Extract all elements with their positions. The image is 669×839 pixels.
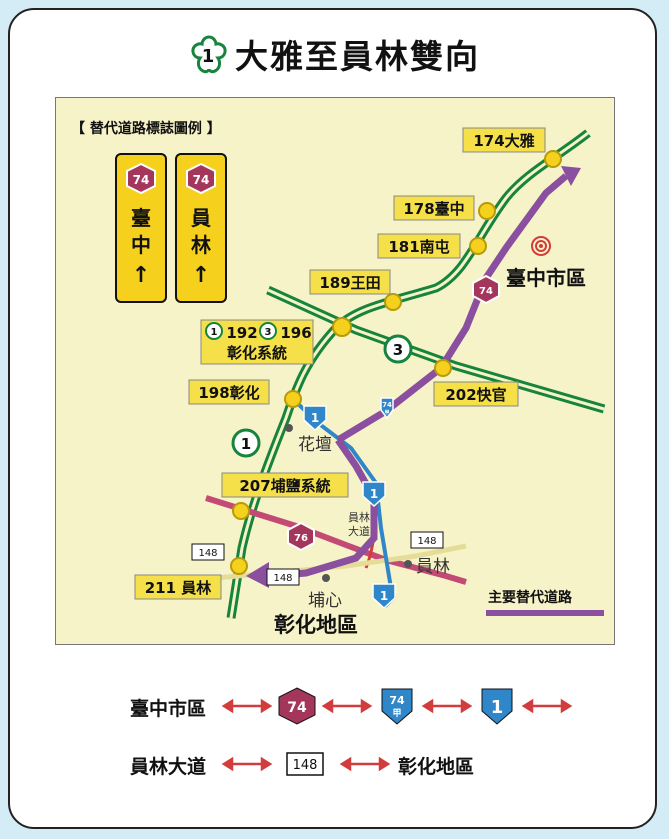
place-puxin: 埔心: [308, 591, 342, 611]
svg-text:3: 3: [393, 341, 403, 359]
route-74-icon: 74: [287, 700, 307, 716]
svg-text:196: 196: [280, 324, 311, 342]
svg-text:1: 1: [211, 327, 218, 338]
svg-text:74: 74: [193, 173, 210, 187]
svg-text:甲: 甲: [392, 708, 401, 719]
route-row-2-from: 員林大道: [130, 756, 207, 778]
up-arrow-icon: ↑: [192, 263, 210, 288]
route-76-road: [205, 495, 467, 585]
route-74-shield: 74: [472, 274, 500, 305]
route-row-2-to: 彰化地區: [398, 756, 475, 778]
provincial-1-icon: 1: [491, 697, 504, 718]
place-changhua: 彰化地區: [274, 613, 358, 637]
legend-sign-taichung: 74 臺 中 ↑: [115, 153, 167, 303]
place-huatan: 花壇: [298, 435, 332, 455]
yuanlin-blvd-label-2: 大道: [348, 524, 370, 538]
svg-text:中: 中: [131, 233, 151, 257]
place-taichung: 臺中市區: [506, 266, 586, 290]
freeway-1-shield: 1: [231, 428, 261, 458]
svg-text:員: 員: [190, 206, 211, 230]
road-148-icon: 148: [293, 758, 318, 773]
freeway-1-icon: 1: [189, 34, 229, 83]
route-76-shield: 76: [287, 521, 315, 552]
svg-text:192: 192: [226, 324, 257, 342]
legend-sign-yuanlin: 74 員 林 ↑: [175, 153, 227, 303]
interchange-198: 198彰化: [198, 384, 259, 402]
road-148-sign: 148: [417, 536, 436, 547]
road-148-sign: 148: [273, 573, 292, 584]
svg-text:74: 74: [479, 286, 493, 297]
interchange-189: 189王田: [319, 274, 380, 292]
yuanlin-blvd-label-1: 員林: [348, 510, 370, 524]
svg-text:1: 1: [380, 589, 388, 603]
svg-text:76: 76: [294, 533, 308, 544]
title-route-number: 1: [202, 46, 217, 67]
interchange-181: 181南屯: [388, 238, 449, 256]
up-arrow-icon: ↑: [132, 263, 150, 288]
svg-text:林: 林: [191, 233, 211, 257]
svg-text:74: 74: [382, 401, 392, 409]
title-text: 大雅至員林雙向: [235, 37, 480, 76]
legend-heading: 【 替代道路標誌圖例 】: [71, 120, 221, 137]
page-title: 1 大雅至員林雙向: [0, 30, 669, 83]
provincial-1-shield-b: 1: [362, 481, 386, 508]
interchange-211: 211 員林: [145, 579, 213, 597]
svg-text:臺: 臺: [131, 206, 151, 230]
place-yuanlin: 員林: [416, 557, 450, 577]
route-74a-shield: 74 甲: [380, 397, 394, 420]
svg-text:3: 3: [265, 327, 272, 338]
interchange-174: 174大雅: [473, 132, 534, 150]
svg-text:1: 1: [370, 487, 378, 501]
route-map: 【 替代道路標誌圖例 】 74 臺 中 ↑ 74 員 林 ↑ 174大雅 178…: [55, 97, 615, 645]
legend-sign-route: 74: [133, 173, 150, 187]
svg-text:甲: 甲: [384, 409, 389, 416]
provincial-1-shield-a: 1: [303, 405, 327, 432]
svg-text:1: 1: [311, 411, 319, 425]
interchange-202: 202快官: [445, 386, 506, 404]
alt-route-key-label: 主要替代道路: [488, 589, 573, 606]
provincial-1-shield-c: 1: [372, 583, 396, 610]
interchange-207: 207埔鹽系統: [239, 477, 330, 495]
freeway-3-shield: 3: [383, 334, 413, 364]
svg-text:1: 1: [241, 435, 251, 453]
alt-route-line: [336, 173, 569, 443]
route-row-1-from: 臺中市區: [130, 698, 207, 720]
road-148-sign: 148: [198, 548, 217, 559]
route-74a-icon: 74: [389, 694, 405, 707]
interchange-192-sub: 彰化系統: [227, 344, 287, 362]
interchange-178: 178臺中: [403, 200, 464, 218]
